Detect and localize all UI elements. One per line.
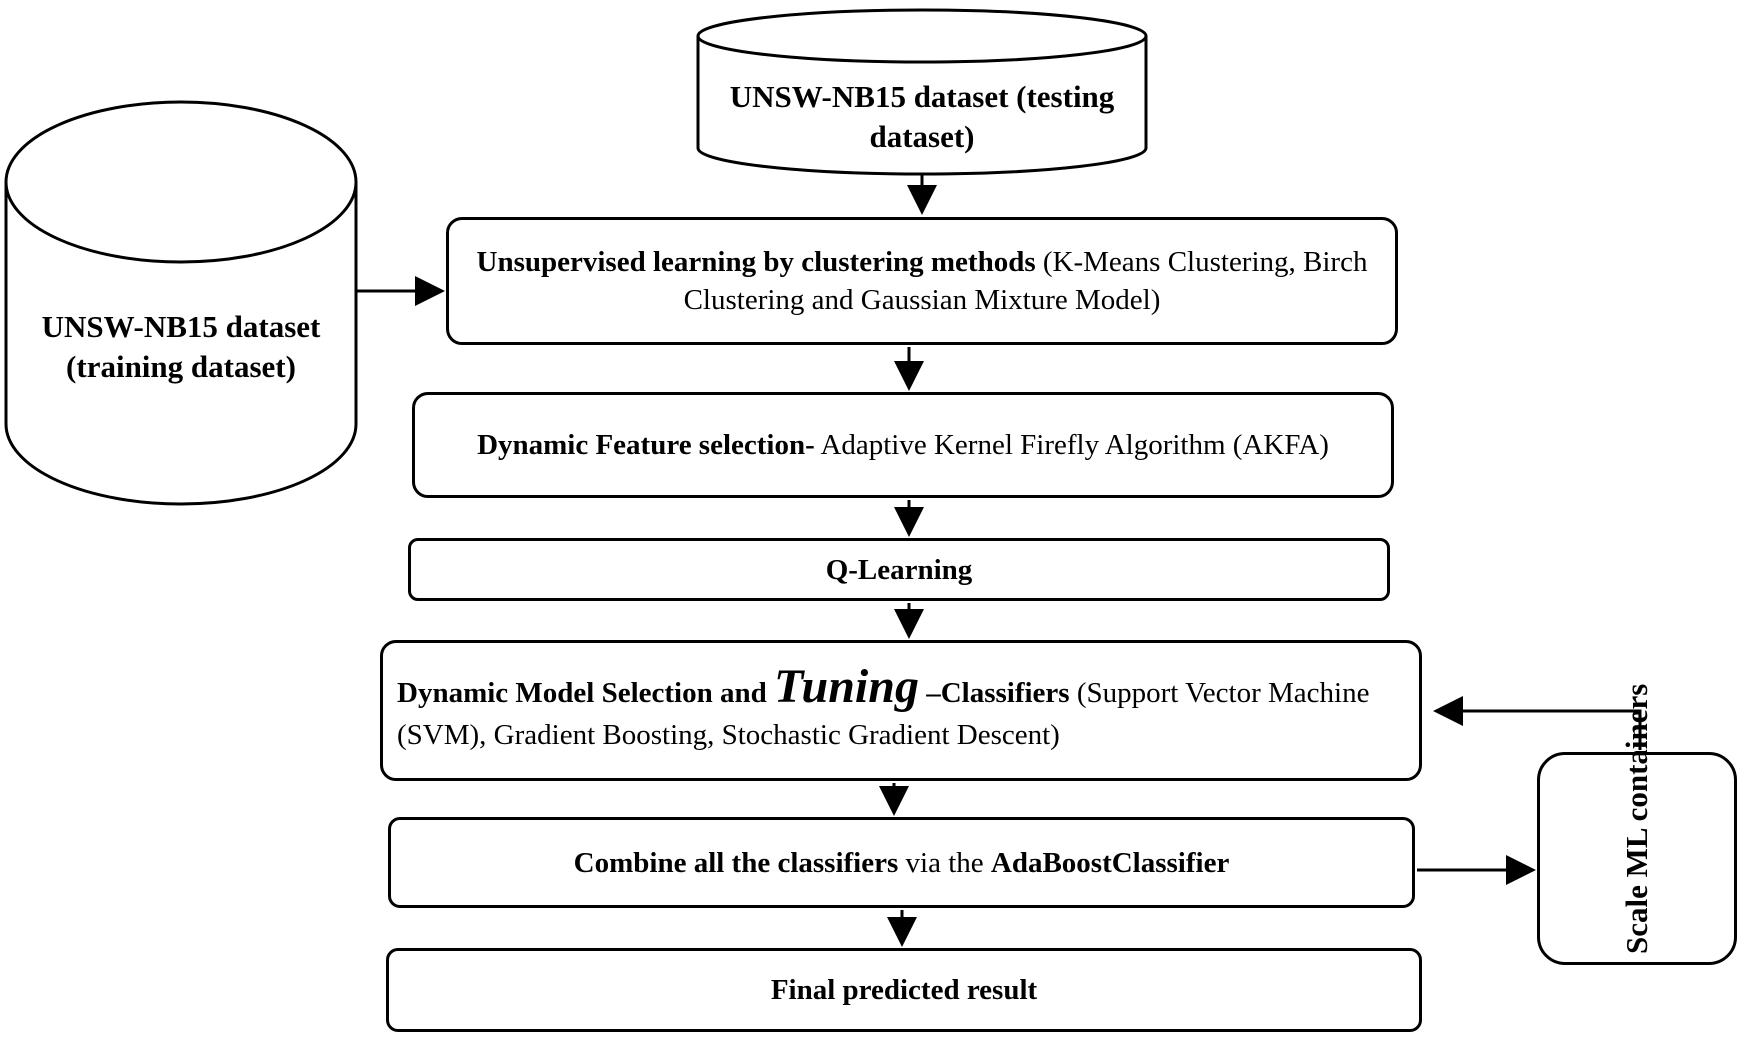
feature-selection-title: Dynamic Feature selection- — [477, 429, 815, 461]
testing-dataset-cylinder — [696, 8, 1148, 176]
clustering-title: Unsupervised learning by clustering meth… — [476, 246, 1036, 278]
q-learning-box: Q-Learning — [408, 538, 1390, 601]
feature-selection-box: Dynamic Feature selection- Adaptive Kern… — [412, 392, 1394, 498]
classifier-list: (Support Vector Machine (SVM), Gradient … — [397, 676, 1370, 751]
final-result-label: Final predicted result — [770, 974, 1038, 1006]
training-dataset-label: UNSW-NB15 dataset (training dataset) — [41, 309, 321, 384]
combine-via: via the — [905, 846, 984, 879]
clustering-methods: (K-Means Clustering, Birch Clustering an… — [683, 246, 1368, 316]
scale-containers-label: Scale ML containers — [1619, 683, 1654, 954]
feature-selection-method: Adaptive Kernel Firefly Algorithm (AKFA) — [820, 429, 1329, 461]
training-dataset-cylinder — [4, 100, 358, 506]
scale-containers-box: Scale ML containers — [1537, 683, 1737, 965]
adaboost-label: AdaBoostClassifier — [990, 846, 1230, 879]
combine-title: Combine all the classifiers — [573, 846, 899, 879]
clustering-box: Unsupervised learning by clustering meth… — [446, 217, 1398, 345]
model-selection-box: Dynamic Model Selection and Tuning –Clas… — [380, 640, 1422, 781]
final-result-box: Final predicted result — [386, 948, 1422, 1032]
tuning-label: Tuning — [774, 659, 919, 713]
combine-box: Combine all the classifiers via the AdaB… — [388, 817, 1415, 908]
q-learning-label: Q-Learning — [825, 553, 973, 586]
classifiers-label: –Classifiers — [926, 676, 1070, 709]
arrow-scale-to-model — [1433, 696, 1642, 750]
testing-dataset-label: UNSW-NB15 dataset (testing dataset) — [729, 79, 1115, 154]
model-selection-title: Dynamic Model Selection and — [397, 676, 767, 709]
